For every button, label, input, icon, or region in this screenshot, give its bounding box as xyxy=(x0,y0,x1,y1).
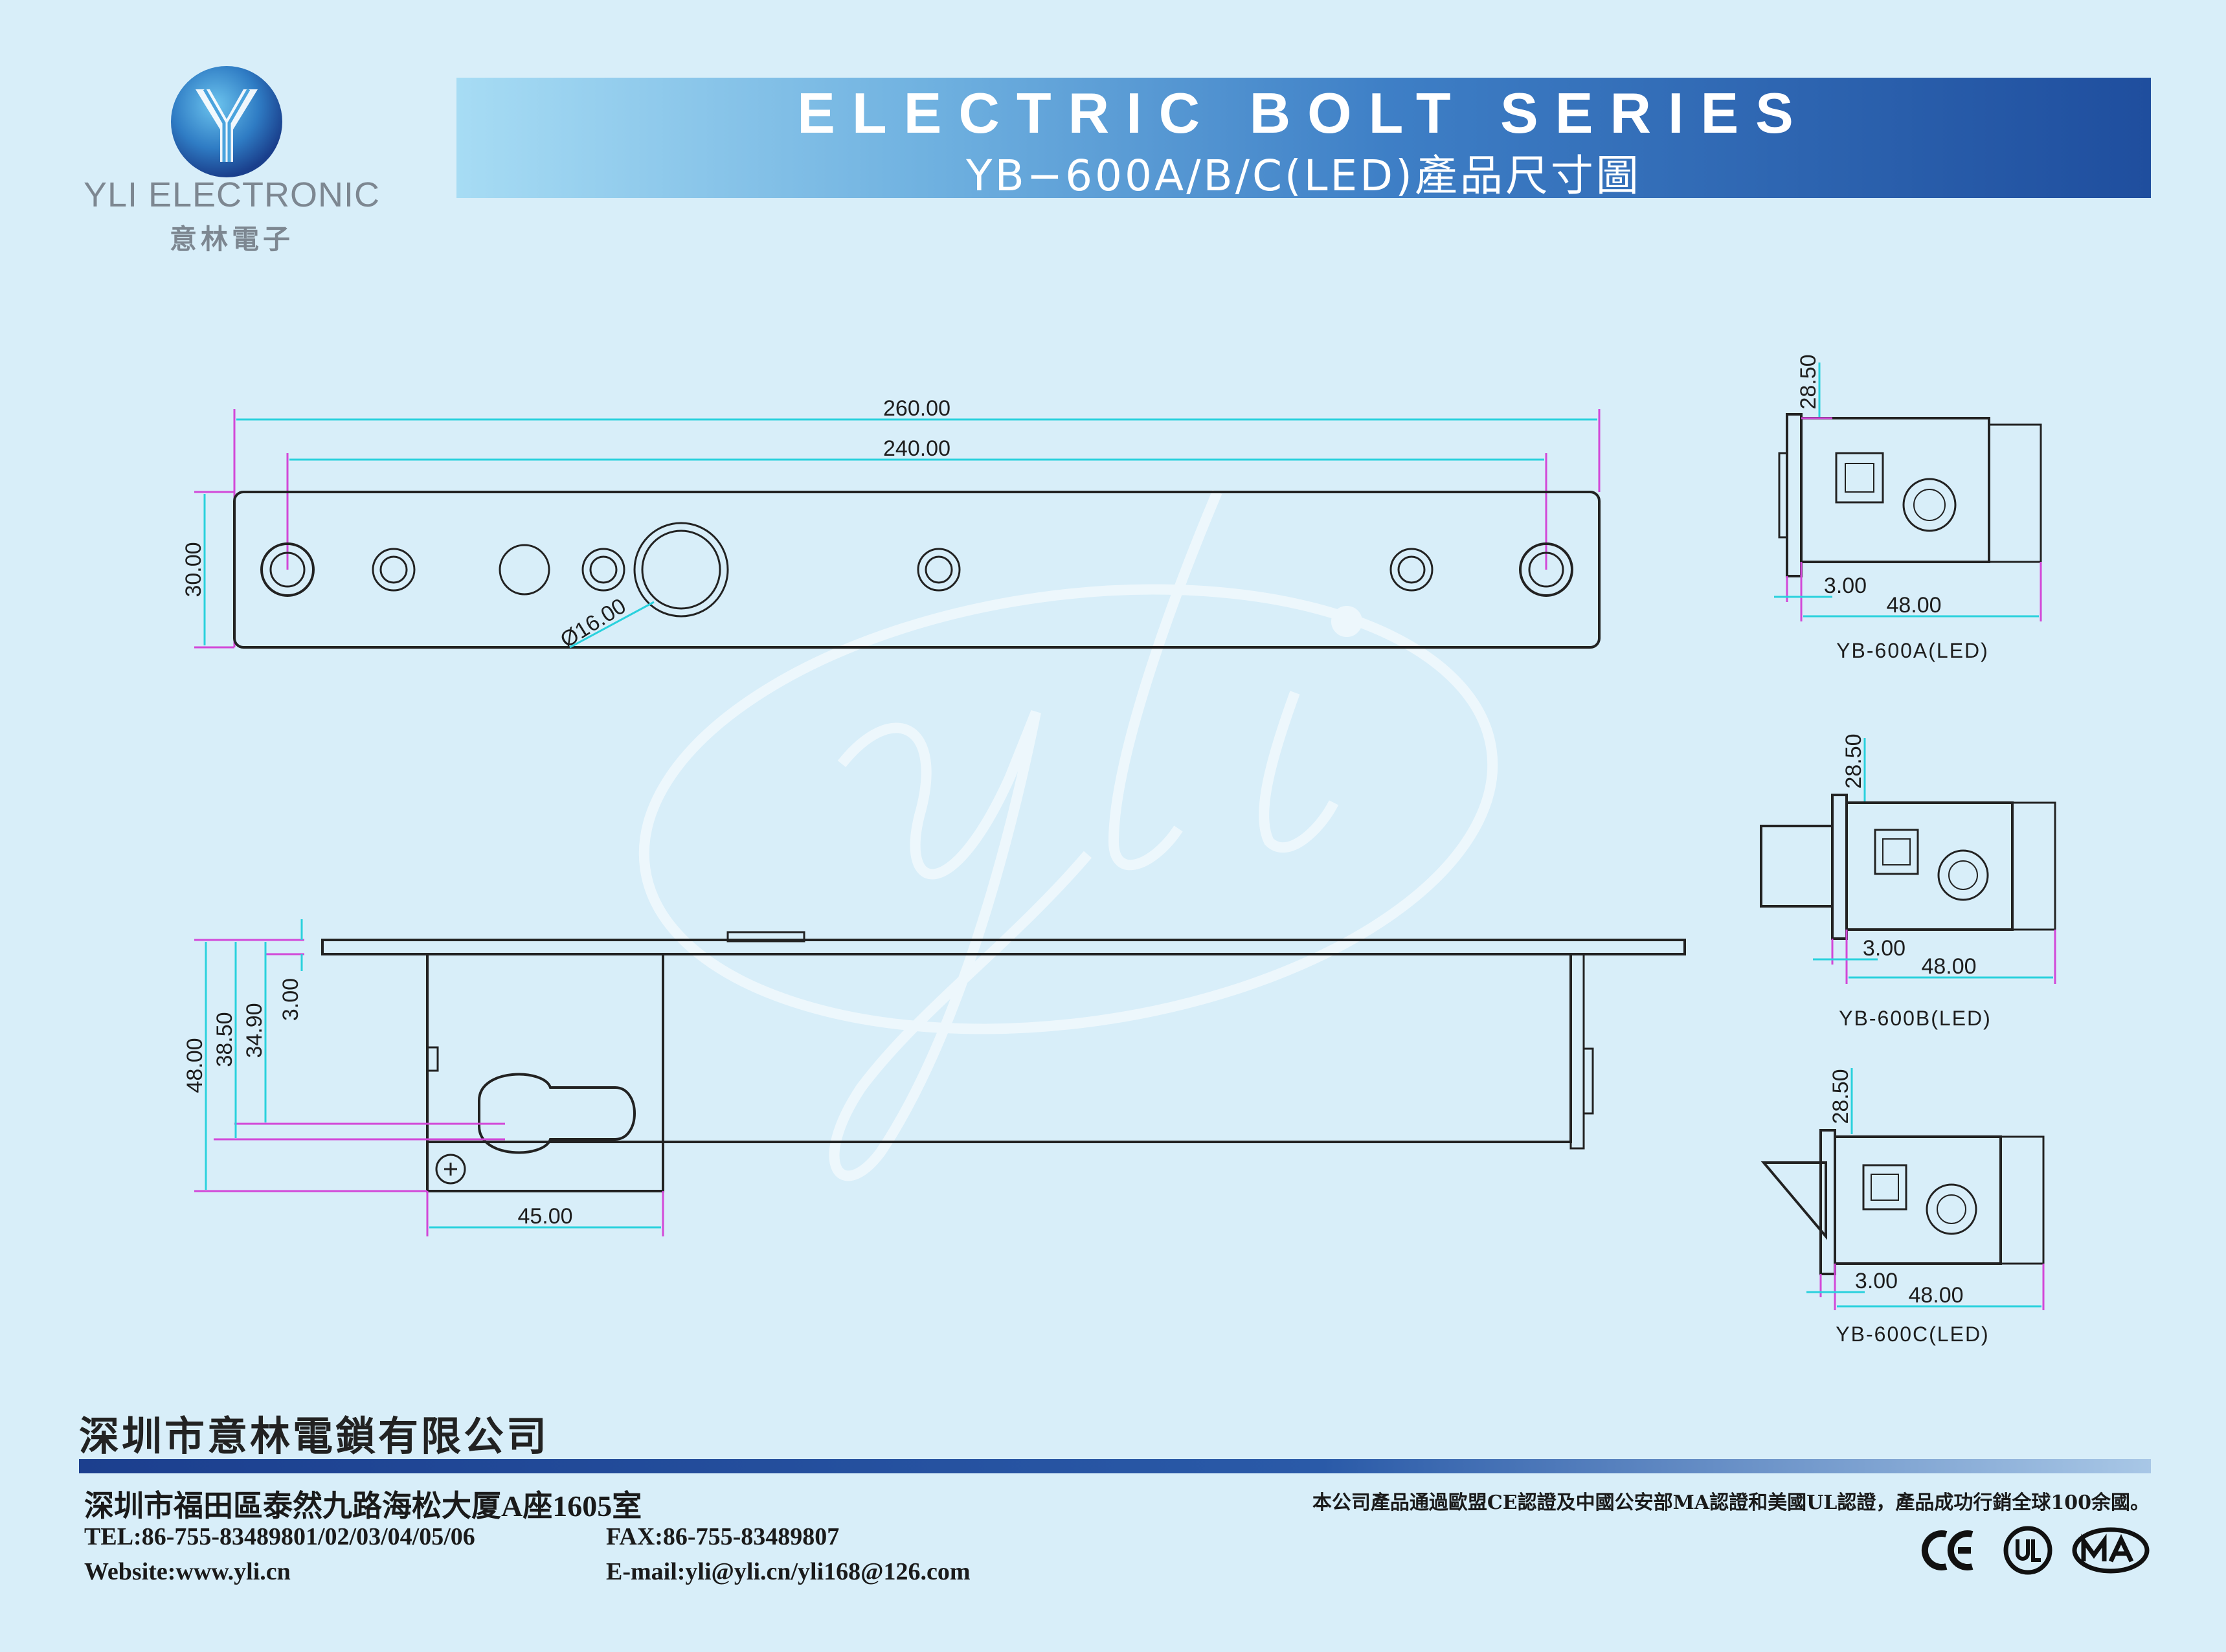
certification-note: 本公司產品通過歐盟CE認證及中國公安部MA認證和美國UL認證，產品成功行銷全球1… xyxy=(1312,1491,2150,1514)
variant-a-dim-offset: 3.00 xyxy=(1824,574,1867,598)
brand-name-cn: 意林電子 xyxy=(169,223,294,255)
dim-body-width: 45.00 xyxy=(517,1204,572,1229)
dim-overall-length: 260.00 xyxy=(883,396,950,421)
variant-c-dim-width: 48.00 xyxy=(1908,1283,1963,1308)
ul-mark-icon xyxy=(2003,1526,2052,1575)
variant-b-label: YB-600B(LED) xyxy=(1839,1007,1992,1030)
variant-c-dim-offset: 3.00 xyxy=(1855,1269,1898,1293)
dim-hole-diameter: Ø16.00 xyxy=(556,594,631,653)
certification-marks xyxy=(1921,1526,2150,1575)
website: Website:www.yli.cn xyxy=(84,1558,291,1585)
ce-mark-icon xyxy=(1921,1530,1973,1570)
variant-a-dim-width: 48.00 xyxy=(1886,593,1941,618)
company-address: 深圳市福田區泰然九路海松大厦A座1605室 xyxy=(84,1490,642,1523)
dim-hole-spacing: 240.00 xyxy=(883,436,950,461)
telephone: TEL:86-755-83489801/02/03/04/05/06 xyxy=(84,1523,475,1550)
variant-a-view: 28.50 3.00 48.00 YB-600A(LED) xyxy=(1774,354,2042,662)
header-banner xyxy=(456,78,2151,198)
fax: FAX:86-755-83489807 xyxy=(606,1523,840,1550)
variant-c-dim-top: 28.50 xyxy=(1828,1069,1853,1124)
email: E-mail:yli@yli.cn/yli168@126.com xyxy=(606,1558,971,1585)
front-view: 260.00 240.00 30.00 Ø16.00 xyxy=(181,396,1601,653)
brand-name-en: YLI ELECTRONIC xyxy=(83,175,381,214)
variant-b-dim-top: 28.50 xyxy=(1841,733,1866,788)
variant-a-dim-top: 28.50 xyxy=(1796,354,1821,409)
company-name: 深圳市意林電鎖有限公司 xyxy=(79,1412,550,1460)
yli-logo-icon xyxy=(171,66,282,177)
dim-depth-b: 38.50 xyxy=(212,1012,237,1067)
variant-b-dim-offset: 3.00 xyxy=(1863,936,1906,961)
dim-depth-c: 34.90 xyxy=(242,1003,267,1058)
variant-c-label: YB-600C(LED) xyxy=(1836,1323,1989,1346)
watermark-logo xyxy=(638,489,1498,1181)
variant-b-view: 28.50 3.00 48.00 YB-600B(LED) xyxy=(1760,733,2056,1030)
variant-c-view: 28.50 3.00 48.00 YB-600C(LED) xyxy=(1760,1068,2045,1346)
footer-divider xyxy=(79,1459,2151,1473)
side-view: 48.00 38.50 34.90 3.00 45.00 xyxy=(183,919,1686,1236)
variant-b-dim-width: 48.00 xyxy=(1921,954,1976,979)
dim-total-depth: 48.00 xyxy=(183,1038,207,1093)
page-subtitle: YB−600A/B/C(LED)產品尺寸圖 xyxy=(966,151,1641,201)
page-title: ELECTRIC BOLT SERIES xyxy=(797,81,1810,145)
dim-height: 30.00 xyxy=(181,542,206,597)
dim-plate-thickness: 3.00 xyxy=(278,978,303,1021)
variant-a-label: YB-600A(LED) xyxy=(1836,639,1989,662)
ma-mark-icon xyxy=(2072,1527,2150,1574)
